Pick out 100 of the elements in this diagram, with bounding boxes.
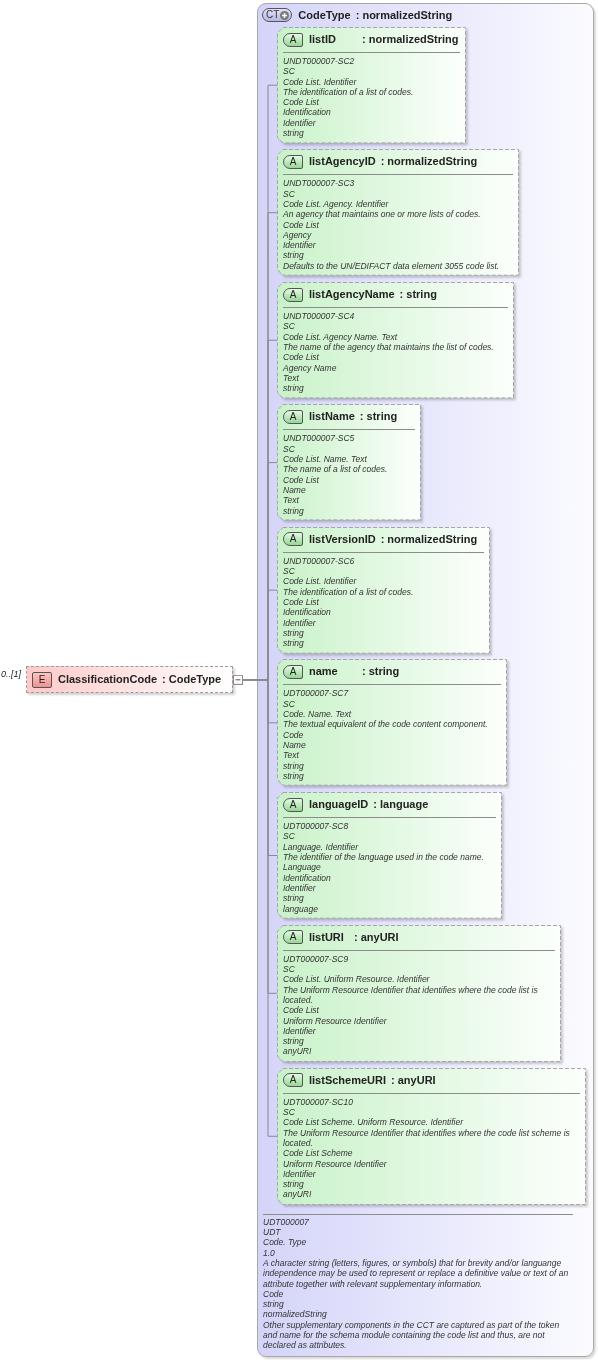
annotation-text: Language. Identifier [283, 841, 360, 853]
annotation-text: SC [283, 831, 296, 842]
annotation-text: UNDT000007-SC3 [283, 178, 356, 189]
attribute-box [277, 924, 561, 1062]
annotation-text: UNDT000007-SC4 [283, 311, 356, 322]
annotation-text: Defaults to the UN/EDIFACT data element 3055 code list. [283, 260, 501, 272]
element-box [26, 666, 233, 694]
annotation-text: The identifier of the language used in the code name. [283, 852, 485, 863]
annotation-text: string [283, 627, 305, 639]
annotation-text: The Uniform Resource Identifier that identifies where the code list is located. [283, 984, 539, 1006]
attribute-type: : anyURI [354, 930, 399, 944]
annotation-text: Code List. Identifier [283, 576, 358, 587]
annotation-text: language [283, 903, 319, 914]
annotation-text: SC [283, 66, 296, 77]
annotation-text: Code List [283, 474, 320, 485]
attribute-box [277, 792, 502, 919]
annotation-text: SC [283, 321, 296, 332]
annotation-text: string [283, 505, 305, 516]
attribute-box [277, 27, 466, 144]
annotation-text: Code List [283, 597, 320, 608]
annotation-text: SC [283, 964, 296, 975]
annotation-text: Code [283, 729, 305, 740]
attribute-name: listAgencyName [309, 288, 395, 302]
attribute-type: : normalizedString [380, 155, 478, 169]
annotation-text: UNDT000007-SC5 [283, 433, 356, 444]
annotation-text: Code List. Uniform Resource. Identifier [283, 974, 431, 985]
annotation-text: SC [283, 566, 296, 577]
annotation-text: Code List [283, 1005, 320, 1016]
complex-type-box [257, 3, 594, 1357]
annotation-text: string [283, 1179, 305, 1190]
type-name: CodeType [298, 8, 351, 22]
annotation-text: UDT000007 [263, 1216, 310, 1228]
annotation-text: Identifier [283, 617, 317, 628]
annotation-text: Code List. Identifier [283, 76, 358, 87]
annotation-text: The name of the agency that maintains the list of codes. [283, 341, 495, 353]
annotation-text: string [263, 1299, 285, 1310]
annotation-text: Code. Name. Text [283, 709, 353, 720]
annotation-text: string [283, 760, 305, 771]
annotation-text: UDT000007-SC7 [283, 688, 350, 699]
attribute-name: listName [309, 410, 355, 424]
annotation-text: Code List Scheme. Uniform Resource. Identifier [283, 1117, 465, 1128]
attribute-type: : language [373, 798, 429, 812]
annotation-text: Code List. Name. Text [283, 454, 368, 465]
annotation-text: Identifier [283, 117, 317, 129]
attribute-box [277, 404, 421, 521]
annotation-text: SC [283, 698, 296, 710]
attribute-type: : normalizedString [380, 532, 478, 546]
attribute-badge: A [283, 930, 303, 945]
annotation-text: UDT000007-SC10 [283, 1096, 354, 1108]
annotation-text: Code List [283, 97, 320, 108]
annotation-text: string [283, 1036, 305, 1047]
annotation-text: Code List. Agency. Identifier [283, 198, 390, 210]
annotation-text: Code List [283, 219, 320, 230]
annotation-text: 1.0 [263, 1247, 276, 1258]
annotation-text: Identifier [283, 1025, 317, 1037]
annotation-text: normalizedString [263, 1309, 328, 1320]
annotation-text: A character string (letters, figures, or symbols) that for brevity and/or languange independence may be used to represent or replace a definitive value or text of an attribute together with relevant supplementary information. [263, 1257, 570, 1289]
annotation-text: Identifier [283, 882, 317, 894]
annotation-text: Name [283, 739, 307, 751]
attribute-type: : string [359, 410, 398, 424]
attribute-box [277, 659, 507, 787]
attribute-name: listSchemeURI [309, 1073, 387, 1087]
annotation-text: UDT [263, 1227, 282, 1238]
annotation-text: Name [283, 484, 307, 496]
annotation-text: Uniform Resource Identifier [283, 1015, 388, 1026]
attribute-type: : string [362, 665, 400, 679]
annotation-text: Identifier [283, 240, 317, 251]
annotation-text: Text [283, 372, 299, 384]
attribute-box [277, 526, 490, 654]
annotation-text: UNDT000007-SC6 [283, 555, 356, 567]
annotation-text: The identification of a list of codes. [283, 586, 415, 597]
annotation-text: The textual equivalent of the code content component. [283, 719, 489, 730]
annotation-text: string [283, 770, 305, 782]
annotation-text: Code List Scheme [283, 1148, 354, 1159]
annotation-text: anyURI [283, 1046, 313, 1057]
element-name: ClassificationCode [58, 673, 158, 687]
attribute-type: : string [399, 288, 437, 302]
annotation-text: UDT000007-SC8 [283, 821, 350, 832]
annotation-text: An agency that maintains one or more lists of codes. [283, 209, 482, 220]
attribute-name: listID [309, 33, 337, 46]
annotation-text: string [283, 128, 305, 139]
annotation-text: Agency Name [283, 362, 338, 373]
attribute-name: listAgencyID [309, 155, 376, 169]
annotation-text: Identification [283, 872, 332, 883]
annotation-text: Identification [283, 607, 332, 618]
attribute-type: : anyURI [391, 1073, 436, 1087]
annotation-text: The identification of a list of codes. [283, 86, 415, 98]
attribute-type: : normalizedString [362, 33, 459, 46]
base-type: : normalizedString [355, 8, 453, 22]
badge-label: CT [266, 10, 280, 20]
annotation-text: Language [283, 862, 322, 873]
annotation-text: string [283, 893, 305, 904]
annotation-text: The name of a list of codes. [283, 464, 389, 475]
annotation-text: UNDT000007-SC2 [283, 56, 356, 67]
annotation-text: The Uniform Resource Identifier that identifies where the code list scheme is located. [283, 1127, 571, 1149]
cardinality-label: 0..[1] [1, 669, 21, 681]
element-badge: E [32, 671, 52, 688]
annotation-text: string [283, 638, 305, 649]
annotation-text: Uniform Resource Identifier [283, 1158, 388, 1169]
annotation-text: Code. Type [263, 1237, 308, 1248]
